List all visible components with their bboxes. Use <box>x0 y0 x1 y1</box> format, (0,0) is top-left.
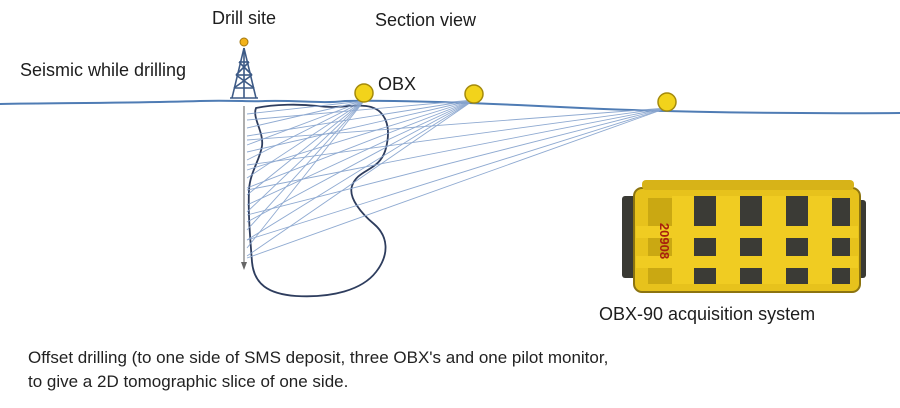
borehole-arrow-icon <box>241 262 247 270</box>
drill-site-marker <box>239 37 249 47</box>
obx-marker-2 <box>464 84 484 104</box>
obx-marker-3 <box>657 92 677 112</box>
label-seismic-while-drilling: Seismic while drilling <box>20 60 187 80</box>
device-serial: 20908 <box>657 223 672 259</box>
label-obx: OBX <box>378 74 417 94</box>
drill-tower-icon <box>230 47 258 99</box>
caption-line-1: Offset drilling (to one side of SMS depo… <box>28 348 609 367</box>
label-acquisition-system: OBX-90 acquisition system <box>599 304 816 324</box>
caption-line-2: to give a 2D tomographic slice of one si… <box>28 372 349 391</box>
ray-paths <box>246 99 668 259</box>
obx-90-device-image: 20908 <box>622 180 866 293</box>
obx-marker-1 <box>354 83 374 103</box>
label-drill-site: Drill site <box>212 8 277 28</box>
caption: Offset drilling (to one side of SMS depo… <box>28 346 608 394</box>
label-section-view: Section view <box>375 10 477 30</box>
